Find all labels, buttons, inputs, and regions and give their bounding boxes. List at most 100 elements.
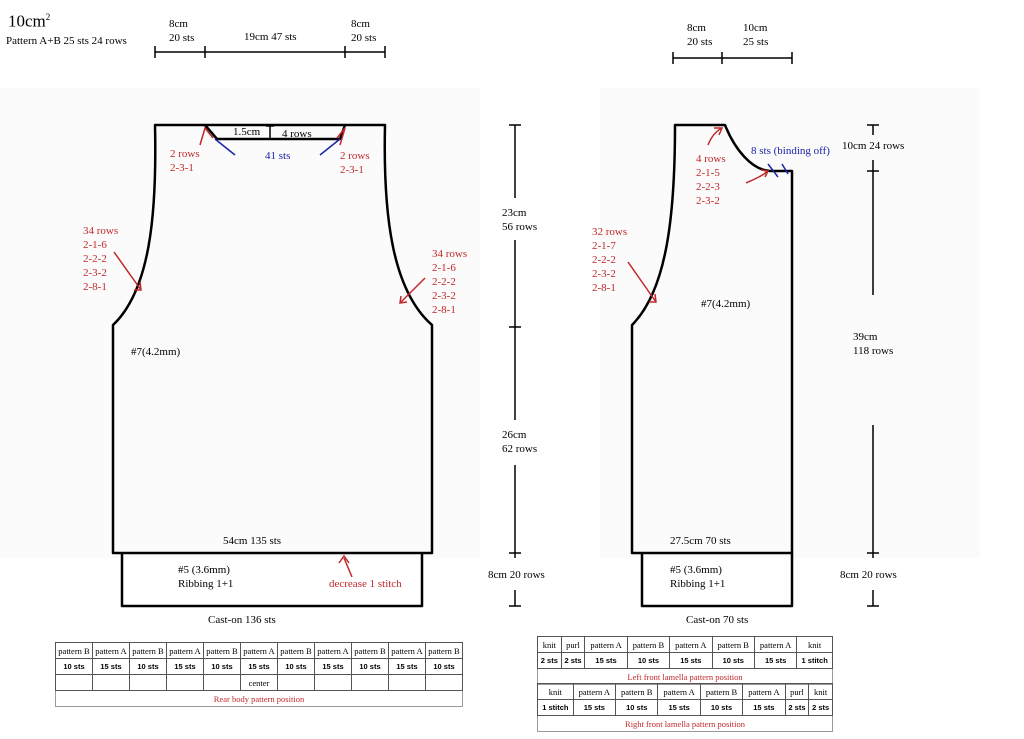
pattern-name-cell: pattern A: [166, 642, 204, 659]
stitch-count-cell: 15 sts: [669, 652, 713, 669]
back-armhole-right-5: 2-8-1: [432, 304, 456, 316]
front-needle-size: #7(4.2mm): [701, 298, 751, 310]
stitch-count-cell: 10 sts: [699, 699, 744, 716]
back-shoulder-left-2: 2-3-1: [170, 162, 194, 174]
front-top-left-sts: 20 sts: [687, 36, 713, 48]
back-armhole-left-5: 2-8-1: [83, 281, 107, 293]
rear-table-caption: Rear body pattern position: [55, 690, 463, 707]
stitch-count-cell: 15 sts: [742, 699, 786, 716]
stitch-count-cell: 1 stitch: [537, 699, 574, 716]
back-top-mid: 19cm 47 sts: [244, 31, 297, 43]
pattern-name-cell: purl: [560, 636, 586, 653]
marker-cell: [92, 674, 130, 691]
gauge-title-sup: 2: [45, 12, 51, 22]
pattern-name-cell: pattern A: [753, 636, 798, 653]
stitch-count-cell: 10 sts: [55, 658, 93, 675]
marker-cell: [166, 674, 204, 691]
marker-cell: [129, 674, 167, 691]
pattern-name-cell: pattern B: [626, 636, 671, 653]
stitch-count-cell: 15 sts: [166, 658, 204, 675]
stitch-count-cell: 10 sts: [277, 658, 315, 675]
back-upper-rows: 56 rows: [502, 221, 538, 233]
front-top-left-cm: 8cm: [687, 22, 706, 34]
front-binding-off: 8 sts (binding off): [751, 145, 830, 157]
back-shoulder-left-1: 2 rows: [170, 148, 200, 160]
pattern-name-cell: pattern A: [742, 683, 786, 700]
pattern-name-cell: purl: [784, 683, 810, 700]
front-neck-shaping-3: 2-2-3: [696, 181, 720, 193]
pattern-name-cell: pattern B: [425, 642, 463, 659]
back-armhole-left-4: 2-3-2: [83, 267, 107, 279]
stitch-count-cell: 15 sts: [572, 699, 617, 716]
front-neck-shaping-4: 2-3-2: [696, 195, 720, 207]
front-rib-height: 8cm 20 rows: [840, 569, 897, 581]
stitch-count-cell: 15 sts: [657, 699, 701, 716]
marker-cell: [55, 674, 93, 691]
marker-cell: [203, 674, 241, 691]
front-armhole-3: 2-2-2: [592, 254, 616, 266]
marker-cell: [425, 674, 463, 691]
stitch-count-cell: 15 sts: [314, 658, 352, 675]
front-neck-shaping-1: 4 rows: [696, 153, 726, 165]
pattern-name-cell: pattern B: [55, 642, 93, 659]
pattern-name-cell: knit: [537, 683, 574, 700]
back-body-outline: [111, 123, 434, 555]
back-armhole-left-2: 2-1-6: [83, 239, 107, 251]
stitch-count-cell: 10 sts: [203, 658, 241, 675]
back-armhole-right-3: 2-2-2: [432, 276, 456, 288]
pattern-name-cell: pattern B: [615, 683, 659, 700]
marker-cell: [314, 674, 352, 691]
pattern-name-cell: knit: [808, 683, 833, 700]
back-neck-sts: 41 sts: [265, 150, 291, 162]
back-lower-cm: 26cm: [502, 429, 527, 441]
front-body-rows: 118 rows: [853, 345, 894, 357]
stitch-count-cell: 15 sts: [240, 658, 278, 675]
back-decrease-note: decrease 1 stitch: [329, 578, 402, 590]
stitch-count-cell: 10 sts: [425, 658, 463, 675]
pattern-name-cell: pattern A: [314, 642, 352, 659]
pattern-name-cell: pattern A: [388, 642, 426, 659]
stitch-count-cell: 2 sts: [537, 652, 562, 669]
stitch-count-cell: 1 stitch: [796, 652, 833, 669]
gauge-pattern: Pattern A+B 25 sts 24 rows: [6, 35, 127, 47]
front-top-right-cm: 10cm: [743, 22, 768, 34]
pattern-name-cell: pattern A: [240, 642, 278, 659]
back-armhole-left-3: 2-2-2: [83, 253, 107, 265]
front-armhole-2: 2-1-7: [592, 240, 616, 252]
pattern-name-cell: pattern B: [277, 642, 315, 659]
back-armhole-right-1: 34 rows: [432, 248, 468, 260]
back-top-right-sts: 20 sts: [351, 32, 377, 44]
back-armhole-left-1: 34 rows: [83, 225, 119, 237]
back-rib-needle: #5 (3.6mm): [178, 564, 230, 576]
stitch-count-cell: 10 sts: [626, 652, 671, 669]
back-lower-rows: 62 rows: [502, 443, 538, 455]
front-armhole-4: 2-3-2: [592, 268, 616, 280]
pattern-name-cell: pattern A: [669, 636, 713, 653]
gauge-title-text: 10cm: [8, 11, 46, 31]
back-armhole-right-4: 2-3-2: [432, 290, 456, 302]
back-top-left-cm: 8cm: [169, 18, 188, 30]
marker-cell: [351, 674, 389, 691]
pattern-name-cell: pattern A: [657, 683, 701, 700]
marker-cell: [388, 674, 426, 691]
rear-marker-row: center: [55, 674, 463, 691]
stitch-count-cell: 10 sts: [615, 699, 659, 716]
back-rib-height: 8cm 20 rows: [488, 569, 545, 581]
back-shoulder-right-2: 2-3-1: [340, 164, 364, 176]
back-neckline: [204, 124, 347, 141]
back-needle-size: #7(4.2mm): [131, 346, 181, 358]
back-top-right-cm: 8cm: [351, 18, 370, 30]
back-cast-on: Cast-on 136 sts: [208, 614, 276, 626]
back-armhole-right-2: 2-1-6: [432, 262, 456, 274]
pattern-name-cell: pattern B: [351, 642, 389, 659]
pattern-name-cell: pattern A: [584, 636, 628, 653]
